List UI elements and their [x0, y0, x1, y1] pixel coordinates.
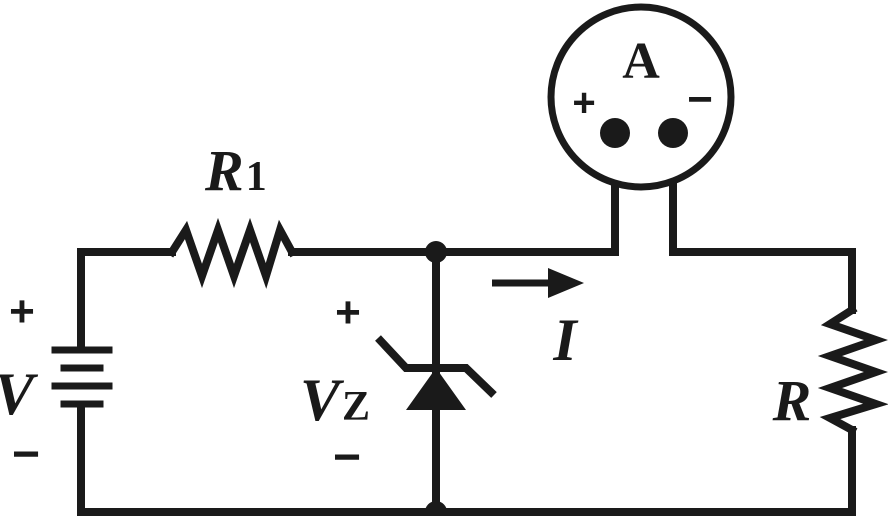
wire-top-left [77, 248, 176, 349]
wire-top-right [669, 131, 856, 314]
ammeter-body [547, 3, 735, 191]
zener-label-sub: Z [342, 384, 370, 430]
ammeter: A + − [547, 3, 735, 191]
zener-label: VZ [300, 367, 370, 433]
ammeter-minus-sign: − [687, 75, 713, 124]
zener-plus-sign: + [335, 288, 361, 337]
load-resistor [817, 304, 888, 436]
ammeter-label: A [622, 33, 660, 90]
load-label: R [772, 368, 812, 433]
r1-label-sub: 1 [246, 154, 267, 200]
wire-right-bottom [77, 404, 856, 516]
battery-plus-sign: + [9, 287, 35, 336]
battery-label: V [0, 361, 39, 427]
junction-dot-top [425, 241, 447, 263]
battery-minus-sign: − [12, 428, 40, 481]
battery [51, 346, 113, 408]
r1-label-main: R [204, 138, 244, 203]
ammeter-terminal-positive [600, 118, 630, 148]
zener-diode-triangle [406, 368, 466, 410]
junction-dot-bottom [425, 501, 447, 516]
current-arrow-head [548, 268, 584, 298]
ammeter-plus-sign: + [572, 81, 595, 125]
zener-label-main: V [300, 367, 345, 433]
r1-resistor [166, 217, 298, 289]
ammeter-terminal-negative [658, 118, 688, 148]
zener-diode-cathode [375, 335, 497, 398]
r1-label: R1 [204, 138, 267, 203]
zener-minus-sign: − [333, 431, 361, 484]
current-label: I [552, 307, 579, 373]
